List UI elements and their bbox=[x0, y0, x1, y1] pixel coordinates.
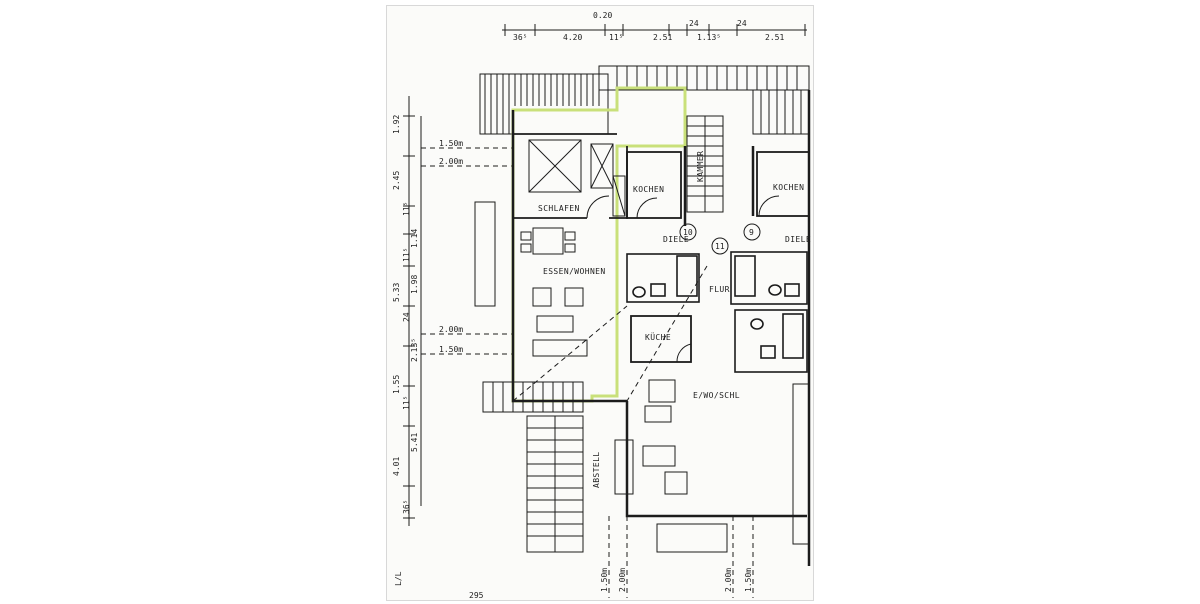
kochen-left-counter-x bbox=[612, 175, 626, 217]
stair-center bbox=[686, 115, 724, 213]
kochen-right-walls bbox=[756, 151, 810, 217]
left-dim-13: 36⁵ bbox=[402, 500, 411, 514]
left-dim-7: 24 bbox=[402, 312, 411, 322]
label-kammer: KAMMER bbox=[696, 151, 705, 182]
bottom-level-2: 2.00m bbox=[724, 568, 733, 592]
top-dimension-ticks bbox=[504, 24, 806, 36]
left-dim-3: 1.14 bbox=[410, 229, 419, 248]
roof-hatch-lower-left bbox=[482, 381, 584, 413]
left-dim-11: 5.41 bbox=[410, 433, 419, 452]
top-dim-8: 2.51 bbox=[765, 33, 784, 42]
unit-number-11: 11 bbox=[715, 242, 725, 251]
label-flur: FLUR bbox=[709, 285, 730, 294]
floor-plan-drawing: SCHLAFEN KOCHEN KOCHEN KAMMER DIELE DIEL… bbox=[392, 11, 811, 600]
kueche-door bbox=[676, 343, 692, 363]
left-level-2: 2.00m bbox=[439, 325, 463, 334]
top-dim-1: 36⁵ bbox=[513, 33, 527, 42]
kochen-left-counter bbox=[612, 175, 626, 217]
label-diele-left: DIELE bbox=[663, 235, 689, 244]
label-essen-wohnen: ESSEN/WOHNEN bbox=[543, 267, 606, 276]
left-dim-10: 11⁵ bbox=[402, 396, 411, 410]
top-dim-3: 11⁵ bbox=[609, 33, 623, 42]
left-dim-2: 11⁵ bbox=[402, 202, 411, 216]
bottom-level-3: 1.50m bbox=[744, 568, 753, 592]
roof-diagonal bbox=[512, 305, 628, 402]
unit-number-9: 9 bbox=[749, 228, 754, 237]
top-dim-4: 2.51 bbox=[653, 33, 672, 42]
highlighted-unit-outline bbox=[511, 86, 687, 403]
bathroom-center bbox=[626, 253, 700, 303]
kueche-walls bbox=[630, 315, 692, 363]
top-dim-0: 0.20 bbox=[593, 11, 612, 20]
top-dim-5: 24 bbox=[689, 19, 699, 28]
label-kochen-left: KOCHEN bbox=[633, 185, 664, 194]
unit-circle-9 bbox=[743, 223, 761, 241]
wardrobe bbox=[590, 143, 614, 189]
roof-hatch-left bbox=[479, 73, 609, 135]
dining-table bbox=[520, 227, 576, 255]
label-e-wo-schl: E/WO/SCHL bbox=[693, 391, 740, 400]
unit-circle-10 bbox=[679, 223, 697, 241]
roof-hatch-lower-right bbox=[792, 383, 810, 545]
balcony-bottom bbox=[656, 523, 728, 553]
left-dim-1: 2.45 bbox=[392, 171, 401, 190]
roof-diagonal-2 bbox=[626, 265, 708, 402]
corner-mark: L/L bbox=[394, 571, 403, 586]
ewoschl-furniture bbox=[614, 379, 688, 495]
left-dim-9: 1.55 bbox=[392, 375, 401, 394]
schlafen-door bbox=[586, 195, 610, 219]
label-kochen-right: KOCHEN bbox=[773, 183, 804, 192]
kochen-left-walls bbox=[626, 151, 682, 219]
bottom-level-1: 2.00m bbox=[618, 568, 627, 592]
double-bed bbox=[528, 139, 582, 193]
label-schlafen: SCHLAFEN bbox=[538, 204, 580, 213]
top-dim-2: 4.20 bbox=[563, 33, 582, 42]
bottom-level-0: 1.50m bbox=[600, 568, 609, 592]
label-diele-right: DIELE bbox=[785, 235, 811, 244]
living-seating bbox=[532, 287, 588, 357]
top-dim-7: 24 bbox=[737, 19, 747, 28]
bathroom-right bbox=[730, 251, 808, 305]
floor-plan-sheet: SCHLAFEN KOCHEN KOCHEN KAMMER DIELE DIEL… bbox=[387, 6, 813, 600]
outer-walls bbox=[511, 90, 811, 566]
left-dimension-ticks bbox=[403, 115, 415, 519]
roof-hatch-top-right bbox=[598, 65, 810, 135]
bottom-note: 295 bbox=[469, 591, 484, 600]
left-dim-4: 11⁵ bbox=[402, 248, 411, 262]
unit-number-10: 10 bbox=[683, 228, 693, 237]
bottom-level-lines bbox=[608, 516, 754, 598]
unit-circle-11 bbox=[711, 237, 729, 255]
kochen-left-door bbox=[636, 197, 658, 219]
stair-lower-left bbox=[526, 415, 584, 553]
left-level-3: 1.50m bbox=[439, 345, 463, 354]
top-dim-6: 1.13⁵ bbox=[697, 33, 721, 42]
bathroom-lower-right bbox=[734, 309, 808, 373]
left-dim-0: 1.92 bbox=[392, 115, 401, 134]
left-level-0: 1.50m bbox=[439, 139, 463, 148]
left-level-lines bbox=[421, 147, 512, 355]
left-dim-8: 2.13⁵ bbox=[410, 338, 419, 362]
left-level-1: 2.00m bbox=[439, 157, 463, 166]
left-dim-12: 4.01 bbox=[392, 457, 401, 476]
label-abstell: ABSTELL bbox=[592, 451, 601, 488]
kochen-right-door bbox=[758, 195, 780, 217]
balcony-left bbox=[474, 201, 496, 307]
left-dim-5: 1.98 bbox=[410, 275, 419, 294]
label-kueche: KÜCHE bbox=[645, 332, 671, 342]
left-dim-6: 5.33 bbox=[392, 283, 401, 302]
